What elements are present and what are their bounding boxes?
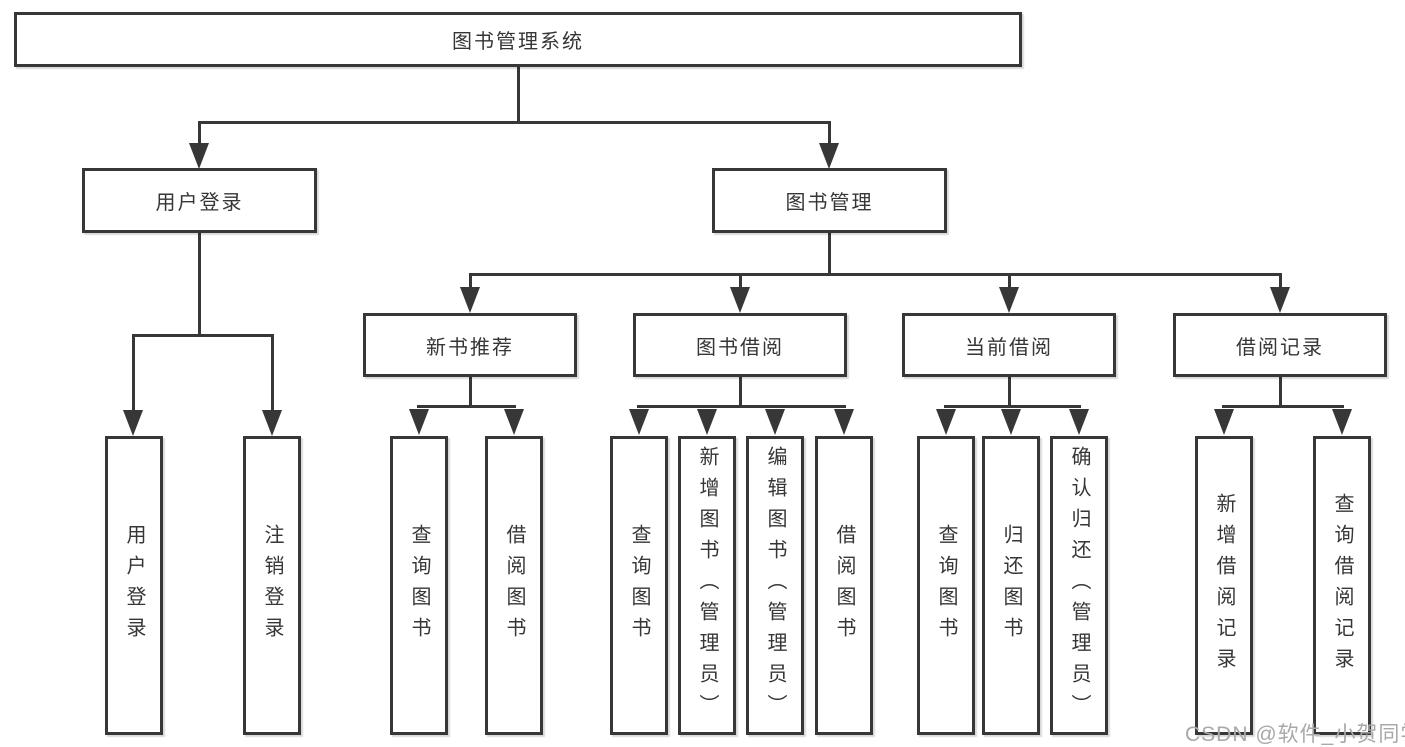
- leaf-confirm-return-admin: 确认归还（管理员）: [1050, 436, 1108, 735]
- leaf-query-books-recommend: 查询图书: [390, 436, 448, 735]
- arrowhead-down-icon: [1214, 409, 1234, 435]
- leaf-query-borrow-record: 查询借阅记录: [1313, 436, 1371, 735]
- leaf-user-login: 用户登录: [105, 436, 163, 735]
- leaf-query-books-current: 查询图书: [917, 436, 975, 735]
- arrowhead-down-icon: [262, 410, 282, 436]
- connector-line: [944, 405, 1081, 408]
- node-borrowing-records: 借阅记录: [1173, 313, 1387, 377]
- leaf-add-borrow-record: 新增借阅记录: [1195, 436, 1253, 735]
- leaf-return-books: 归还图书: [982, 436, 1040, 735]
- connector-line: [1008, 377, 1011, 408]
- connector-line: [828, 233, 831, 276]
- connector-line: [1008, 273, 1011, 289]
- connector-line: [469, 273, 1282, 276]
- arrowhead-down-icon: [936, 409, 956, 435]
- connector-line: [469, 273, 472, 289]
- leaf-query-books-borrowing: 查询图书: [610, 436, 668, 735]
- node-current-borrowing: 当前借阅: [902, 313, 1116, 377]
- arrowhead-down-icon: [834, 409, 854, 435]
- leaf-label: 借阅图书: [833, 523, 855, 648]
- arrowhead-down-icon: [1069, 409, 1089, 435]
- leaf-label: 归还图书: [1000, 523, 1022, 648]
- connector-line: [637, 405, 846, 408]
- arrowhead-down-icon: [460, 287, 480, 313]
- arrowhead-down-icon: [123, 410, 143, 436]
- leaf-logout-login: 注销登录: [243, 436, 301, 735]
- leaf-label: 编辑图书（管理员）: [764, 446, 786, 725]
- arrowhead-down-icon: [697, 409, 717, 435]
- connector-line: [132, 334, 274, 337]
- leaf-label: 注销登录: [261, 523, 283, 648]
- leaf-label: 查询图书: [628, 523, 650, 648]
- csdn-watermark: CSDN @软件_小贺同学: [1185, 723, 1405, 746]
- connector-line: [198, 121, 831, 124]
- arrowhead-down-icon: [409, 409, 429, 435]
- connector-line: [198, 121, 201, 144]
- connector-line: [469, 377, 472, 408]
- arrowhead-down-icon: [730, 287, 750, 313]
- leaf-label: 用户登录: [123, 523, 145, 648]
- leaf-borrow-books-recommend: 借阅图书: [485, 436, 543, 735]
- node-book-borrowing: 图书借阅: [633, 313, 847, 377]
- connector-line: [417, 405, 516, 408]
- connector-line: [517, 67, 520, 124]
- connector-line: [739, 273, 742, 289]
- leaf-edit-books-admin: 编辑图书（管理员）: [746, 436, 804, 735]
- arrowhead-down-icon: [765, 409, 785, 435]
- leaf-add-books-admin: 新增图书（管理员）: [678, 436, 736, 735]
- leaf-label: 确认归还（管理员）: [1068, 446, 1090, 725]
- arrowhead-down-icon: [1270, 287, 1290, 313]
- arrowhead-down-icon: [999, 287, 1019, 313]
- leaf-borrow-books-borrowing: 借阅图书: [815, 436, 873, 735]
- leaf-label: 新增借阅记录: [1213, 492, 1235, 679]
- leaf-label: 借阅图书: [503, 523, 525, 648]
- arrowhead-down-icon: [1332, 409, 1352, 435]
- leaf-label: 查询借阅记录: [1331, 492, 1353, 679]
- arrowhead-down-icon: [189, 143, 209, 169]
- leaf-label: 查询图书: [408, 523, 430, 648]
- arrowhead-down-icon: [1001, 409, 1021, 435]
- leaf-label: 查询图书: [935, 523, 957, 648]
- arrowhead-down-icon: [629, 409, 649, 435]
- arrowhead-down-icon: [819, 143, 839, 169]
- connector-line: [271, 334, 274, 412]
- connector-line: [1222, 405, 1344, 408]
- node-user-login: 用户登录: [82, 168, 317, 233]
- node-book-management: 图书管理: [712, 168, 947, 233]
- node-library-system: 图书管理系统: [14, 12, 1022, 67]
- connector-line: [198, 233, 201, 337]
- leaf-label: 新增图书（管理员）: [696, 446, 718, 725]
- arrowhead-down-icon: [504, 409, 524, 435]
- connector-line: [739, 377, 742, 408]
- connector-line: [1279, 377, 1282, 408]
- node-new-book-recommend: 新书推荐: [363, 313, 577, 377]
- connector-line: [1279, 273, 1282, 289]
- connector-line: [132, 334, 135, 412]
- connector-line: [828, 121, 831, 144]
